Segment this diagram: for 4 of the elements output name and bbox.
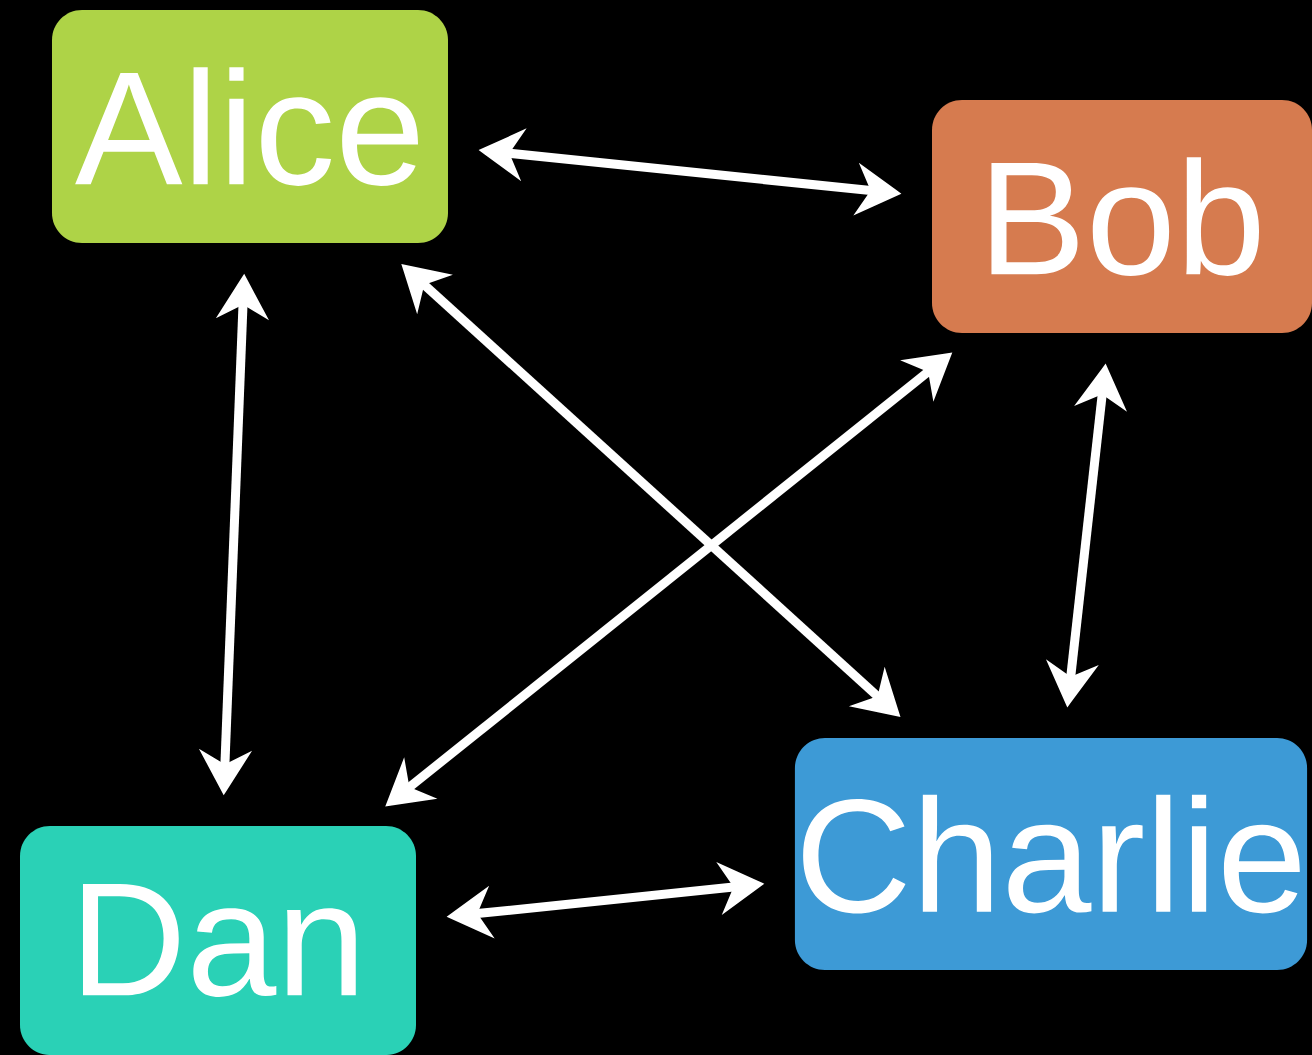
person-box: Charlie [794, 738, 1308, 970]
person-box: Bob [932, 100, 1312, 333]
person-box: Alice [52, 10, 448, 243]
person-box: Dan [20, 826, 416, 1055]
